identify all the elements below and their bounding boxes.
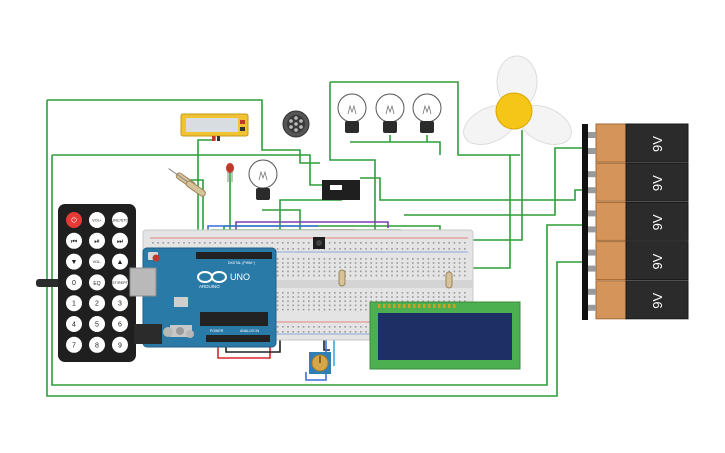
light-bulb[interactable]	[337, 93, 367, 133]
light-bulb[interactable]	[412, 93, 442, 133]
light-bulb[interactable]	[248, 159, 278, 200]
arduino-uno[interactable]: UNO ARDUINO DIGITAL (PWM~) POWER ANALOG …	[129, 247, 277, 348]
wire	[329, 82, 376, 230]
arduino-brand-label: ARDUINO	[199, 284, 220, 289]
remote-button-label: ⏭	[117, 238, 124, 245]
remote-button-label: 3	[118, 301, 122, 308]
remote-button[interactable]: VOL-	[89, 253, 105, 270]
ir-remote[interactable]: ⏻ VOL+ FUNC/STOP ⏮ ⏯ ⏭ ▼ VOL- ▲ 0 EQ ST/REPT 1 2 3 4 5 6 7…	[36, 204, 136, 362]
wire	[47, 99, 320, 164]
remote-button[interactable]: 2	[89, 295, 105, 312]
wire	[470, 130, 523, 241]
arduino-logo	[197, 271, 227, 283]
remote-button[interactable]: ⏮	[66, 232, 82, 249]
battery-label: 9V	[650, 293, 665, 309]
ceiling-fan[interactable]	[457, 55, 577, 152]
remote-button[interactable]: 8	[89, 336, 105, 353]
ir-receiver[interactable]	[313, 237, 325, 249]
remote-button[interactable]: FUNC/STOP	[109, 212, 131, 228]
light-bulb[interactable]	[375, 93, 405, 133]
wire	[470, 155, 511, 269]
wire	[52, 154, 328, 186]
remote-button-label: ⏯	[94, 238, 100, 245]
remote-button[interactable]: 3	[112, 295, 128, 312]
remote-button[interactable]: 1	[66, 295, 82, 312]
remote-keypad: ⏻ VOL+ FUNC/STOP ⏮ ⏯ ⏭ ▼ VOL- ▲ 0 EQ ST/REPT 1 2 3 4 5 6 7…	[66, 212, 131, 353]
remote-button[interactable]: ▲	[112, 253, 128, 270]
remote-button-label: EQ	[93, 281, 100, 287]
remote-button-label: 6	[118, 322, 122, 329]
wire	[350, 141, 441, 155]
remote-button[interactable]: 4	[66, 316, 82, 332]
battery-cell[interactable]: 9V	[588, 123, 689, 163]
battery-cells: 9V 9V 9V 9V 9V	[588, 123, 689, 320]
battery-label: 9V	[650, 136, 665, 152]
battery-pack[interactable]: 9V 9V 9V 9V 9V	[582, 123, 689, 320]
remote-button-label: ▼	[71, 259, 78, 266]
remote-button[interactable]: 9	[112, 336, 128, 353]
lcd-pins	[378, 304, 456, 308]
remote-button[interactable]: 0	[66, 274, 82, 291]
remote-button-label: ⏮	[71, 238, 77, 245]
remote-button-label: FUNC/STOP	[109, 219, 131, 223]
arduino-header-label: DIGITAL (PWM~)	[228, 261, 255, 265]
wire	[404, 147, 582, 216]
lcd-display[interactable]	[369, 301, 521, 370]
potentiometer[interactable]	[309, 352, 331, 374]
speaker[interactable]	[282, 110, 310, 138]
wire	[46, 100, 582, 397]
remote-button-label: VOL-	[93, 260, 103, 264]
wire	[360, 177, 582, 201]
remote-button[interactable]: 6	[112, 316, 128, 332]
battery-cell[interactable]: 9V	[588, 241, 689, 281]
remote-button-label: 7	[72, 342, 76, 349]
wire	[225, 336, 281, 353]
relay[interactable]	[322, 180, 360, 200]
remote-button[interactable]: ⏭	[112, 232, 128, 249]
battery-cell[interactable]: 9V	[588, 162, 689, 202]
arduino-power-label: POWER	[210, 329, 224, 333]
wire	[197, 130, 216, 240]
remote-button-label: 2	[95, 301, 99, 308]
battery-label: 9V	[650, 253, 665, 269]
remote-button[interactable]: 7	[66, 336, 82, 353]
resistors	[168, 168, 453, 289]
battery-label: 9V	[650, 214, 665, 230]
remote-button[interactable]: ▼	[66, 253, 82, 270]
remote-button-label: 4	[72, 322, 76, 329]
remote-button[interactable]: VOL+	[89, 212, 105, 228]
remote-button[interactable]: ⏻	[66, 212, 82, 228]
remote-button-label: 8	[95, 342, 99, 349]
remote-button[interactable]: ⏯	[89, 232, 105, 249]
voltmeter[interactable]	[180, 113, 249, 141]
red-led[interactable]	[226, 163, 234, 182]
remote-button-label: 9	[118, 342, 122, 349]
remote-button-label: ⏻	[71, 217, 77, 225]
remote-button-label: VOL+	[92, 219, 103, 223]
remote-button-label: 5	[95, 322, 99, 329]
remote-button-label: ST/REPT	[112, 281, 129, 285]
remote-button-label: 0	[72, 280, 76, 287]
battery-label: 9V	[650, 175, 665, 191]
remote-button[interactable]: ST/REPT	[112, 274, 129, 291]
wire	[330, 81, 520, 156]
remote-button-label: ▲	[117, 259, 124, 266]
remote-button[interactable]: 5	[89, 316, 105, 332]
battery-cell[interactable]: 9V	[588, 201, 689, 241]
remote-button-label: 1	[72, 301, 76, 308]
remote-button[interactable]: EQ	[89, 274, 105, 291]
battery-cell[interactable]: 9V	[588, 280, 689, 320]
arduino-model-label: UNO	[230, 272, 250, 282]
arduino-analog-label: ANALOG IN	[240, 329, 260, 333]
wire	[51, 155, 582, 386]
